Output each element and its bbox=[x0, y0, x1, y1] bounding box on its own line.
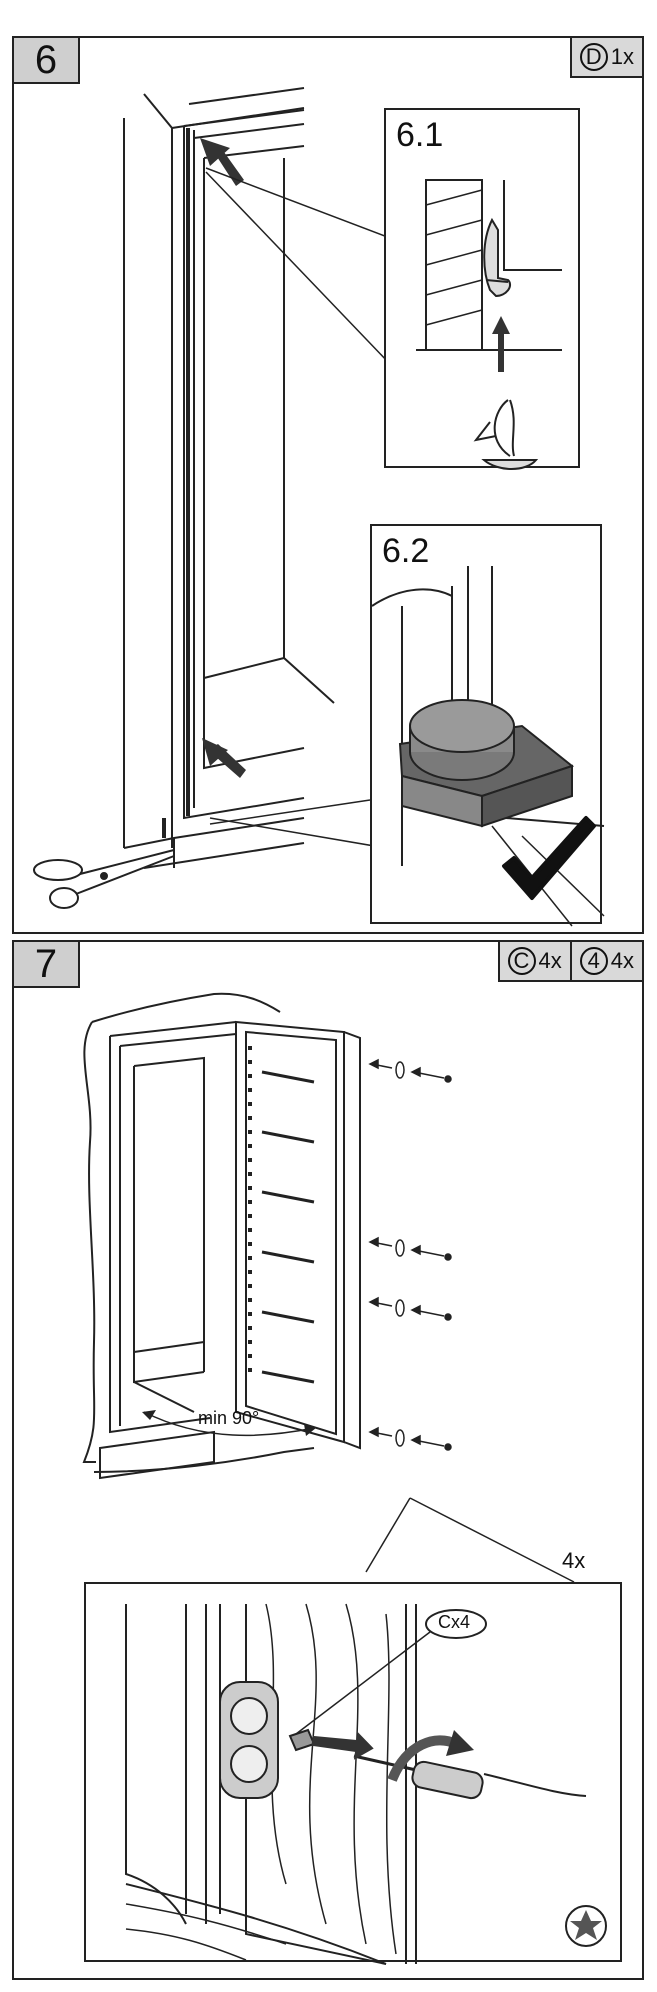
angle-label: min 90° bbox=[198, 1408, 260, 1428]
checkmark-icon bbox=[502, 816, 596, 900]
seal-clip-detail bbox=[416, 179, 562, 470]
step-6-parts-box: D 1x bbox=[569, 38, 642, 78]
part-d-letter: D bbox=[579, 43, 608, 71]
screw-group-mid1 bbox=[368, 1236, 452, 1261]
detail-quantity: 4x bbox=[562, 1548, 586, 1573]
step-6-panel: 6 D 1x bbox=[12, 36, 644, 934]
callout-label: Cx4 bbox=[438, 1612, 471, 1632]
fridge-seal-illustration bbox=[33, 87, 391, 909]
step-7-parts-box: C 4x 4 4x bbox=[497, 942, 642, 982]
part-4-glyph: 4 bbox=[579, 947, 608, 975]
screw-group-top bbox=[368, 1058, 452, 1083]
step-7-panel: 7 C 4x 4 4x bbox=[12, 940, 644, 1980]
part-4-count: 4 4x bbox=[569, 942, 642, 980]
detail-6-1-label: 6.1 bbox=[396, 116, 444, 154]
part-4-qty: 4x bbox=[610, 948, 634, 973]
step-7-number: 7 bbox=[14, 942, 80, 988]
seal-end-detail bbox=[371, 566, 605, 927]
part-c-letter: C bbox=[507, 947, 536, 975]
part-c-qty: 4x bbox=[538, 948, 562, 973]
part-c-count: C 4x bbox=[500, 942, 570, 980]
part-d-qty: 1x bbox=[610, 44, 634, 69]
scissors-icon bbox=[33, 849, 175, 909]
part-d-count: D 1x bbox=[572, 38, 642, 76]
step-6-number: 6 bbox=[14, 38, 80, 84]
torx-star-icon bbox=[565, 1905, 607, 1947]
screw-group-mid2 bbox=[368, 1296, 452, 1321]
detail-6-2-box: 6.2 bbox=[370, 524, 605, 927]
open-fridge-illustration bbox=[82, 992, 575, 1583]
detail-6-2-label: 6.2 bbox=[382, 532, 430, 570]
detail-6-1-box: 6.1 bbox=[384, 108, 580, 470]
screw-group-bottom bbox=[368, 1426, 452, 1451]
hinge-fastening-detail bbox=[125, 1603, 607, 1965]
hinge-detail-box: Cx4 bbox=[84, 1582, 622, 1965]
